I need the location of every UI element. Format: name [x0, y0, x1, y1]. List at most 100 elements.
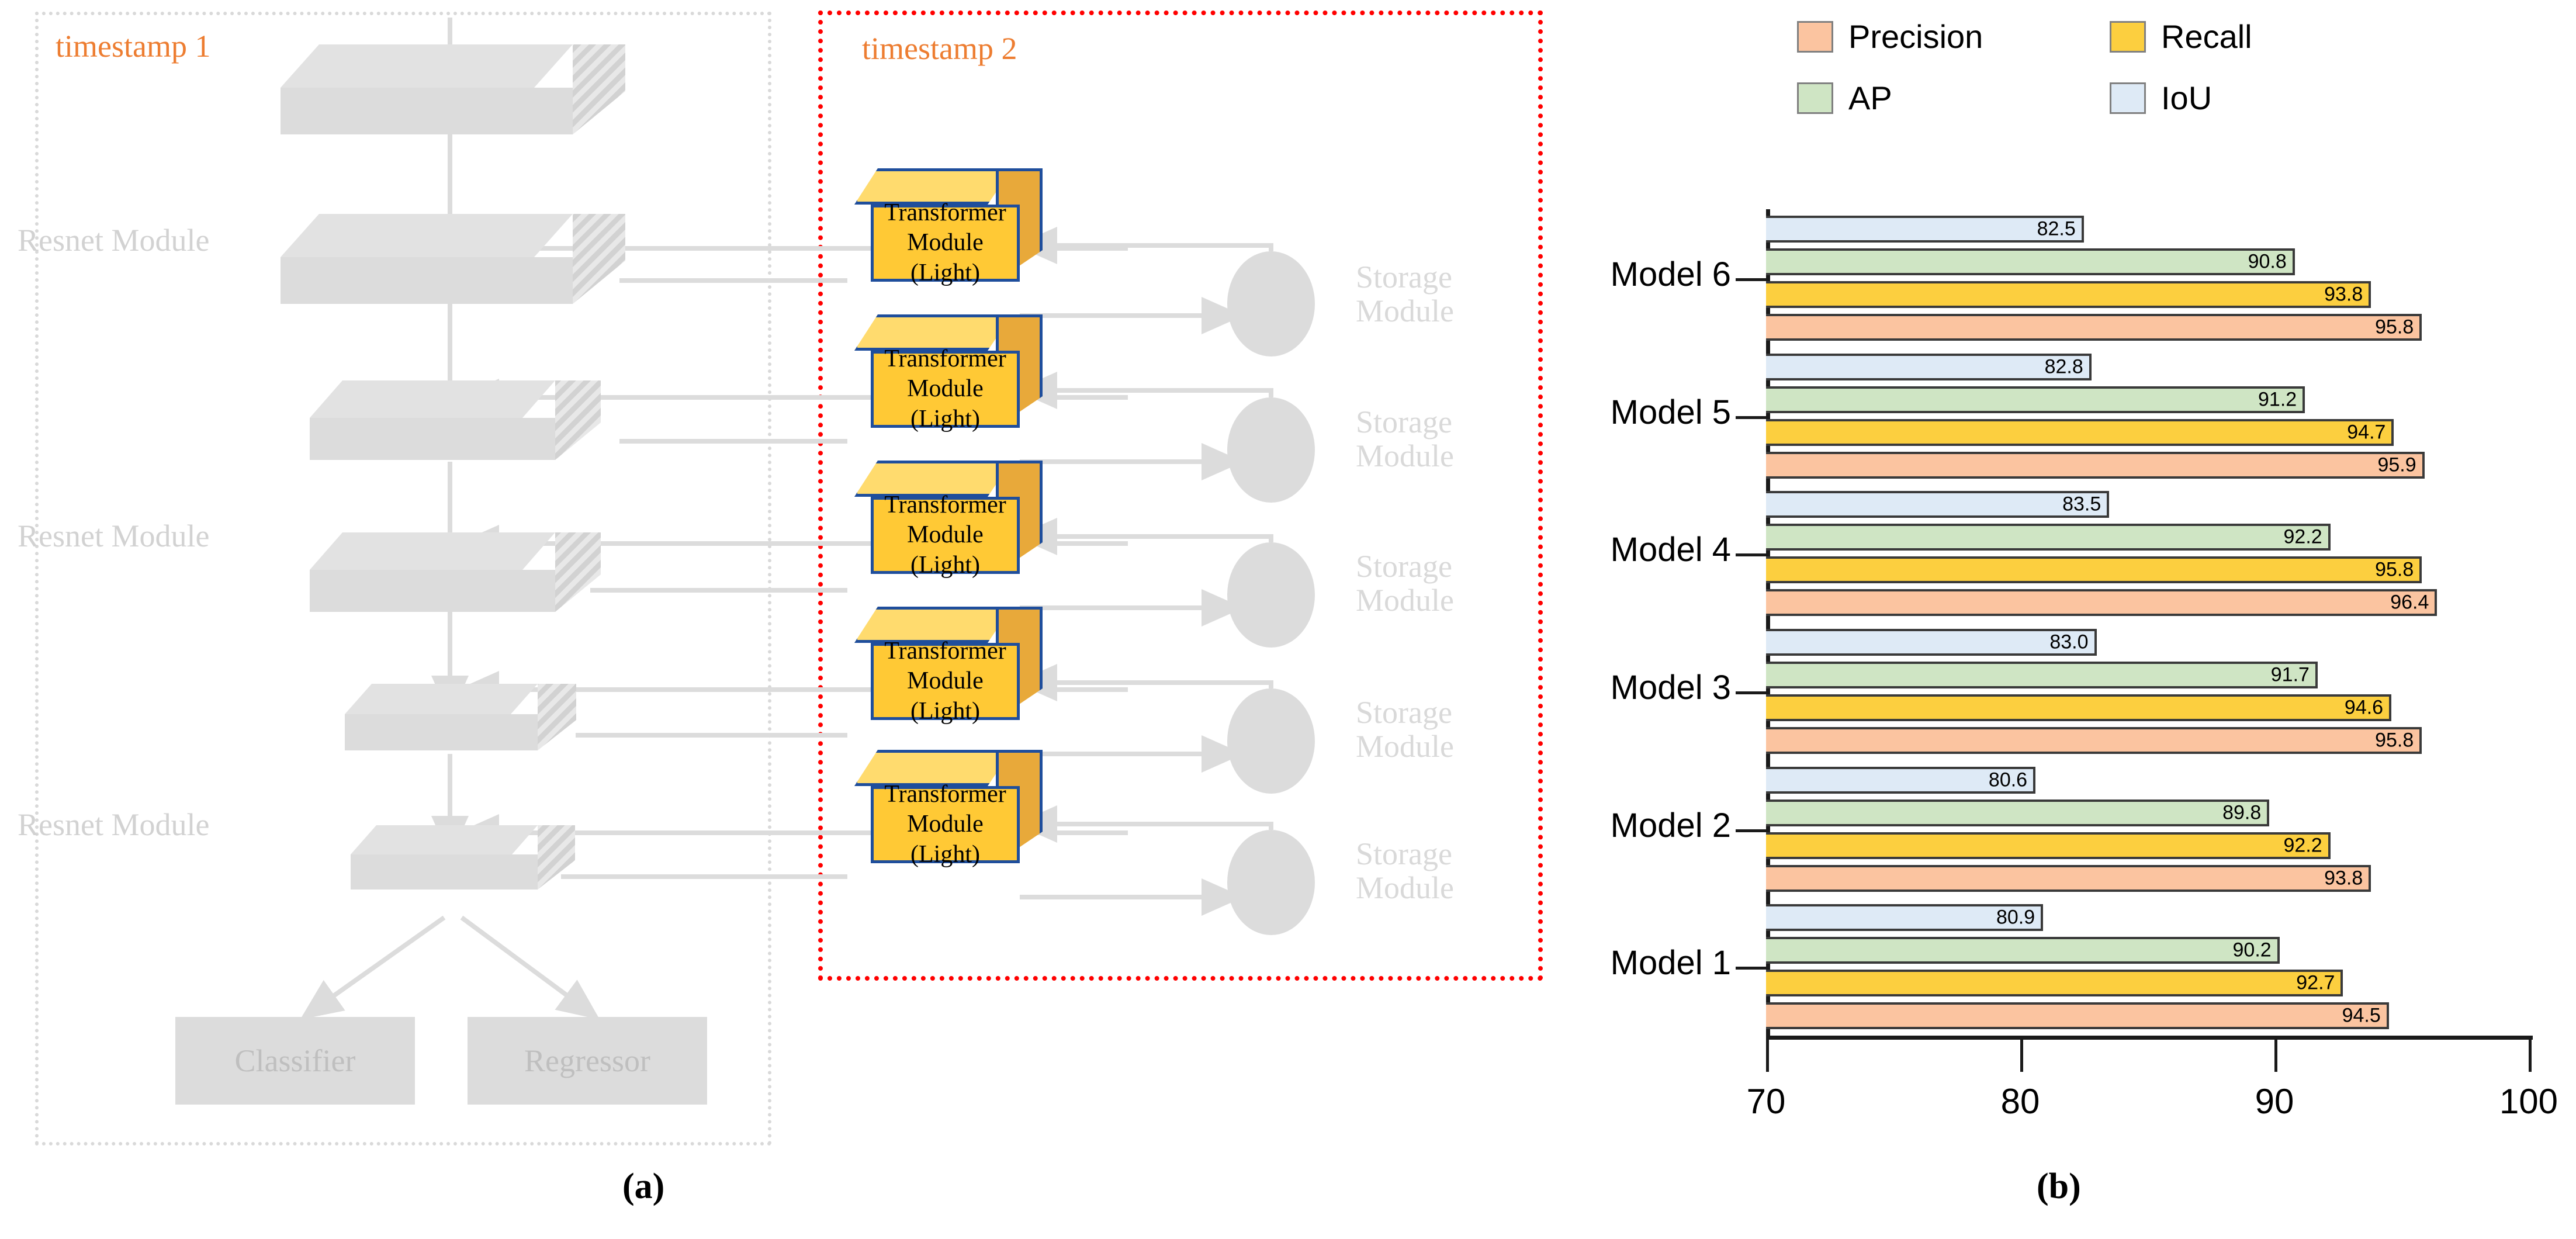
- bar-model-3-ap: 91.7: [1766, 661, 2318, 688]
- resnet-slab-5: [345, 684, 576, 750]
- storage-circle-3: [1227, 542, 1315, 648]
- x-tick-100: [2529, 1036, 2532, 1072]
- x-tick-label-100: 100: [2499, 1082, 2558, 1121]
- bar-value-label: 80.9: [1996, 906, 2035, 929]
- storage-module-label-2: Storage Module: [1356, 404, 1454, 474]
- bar-model-5-ap: 91.2: [1766, 386, 2305, 413]
- bar-value-label: 96.4: [2390, 591, 2429, 614]
- bar-model-1-recall: 92.7: [1766, 970, 2343, 997]
- storage-module-label-1: Storage Module: [1356, 259, 1454, 329]
- bar-value-label: 90.2: [2232, 939, 2272, 961]
- bar-value-label: 92.2: [2283, 525, 2322, 548]
- resnet-module-label-3: Resnet Module: [18, 807, 210, 842]
- y-tick-model-6: [1736, 278, 1766, 281]
- storage-module-label-5: Storage Module: [1356, 836, 1454, 906]
- timestamp2-label: timestamp 2: [862, 31, 1017, 66]
- resnet-slab-2: [281, 214, 625, 304]
- subfigure-caption-a: (a): [622, 1167, 665, 1206]
- bar-model-4-precision: 96.4: [1766, 589, 2437, 617]
- transformer-module-2: Transformer Module (Light): [854, 314, 1043, 432]
- architecture-diagram: timestamp 1 timestamp 2: [18, 11, 1543, 1206]
- legend-label-ap: AP: [1848, 79, 1892, 116]
- bar-value-label: 89.8: [2222, 801, 2262, 823]
- x-tick-label-80: 80: [2000, 1082, 2040, 1121]
- legend-swatch-recall: [2110, 20, 2146, 53]
- storage-module-label-3: Storage Module: [1356, 549, 1454, 618]
- legend-swatch-iou: [2110, 82, 2146, 114]
- bar-model-2-ap: 89.8: [1766, 799, 2270, 826]
- transformer-module-4: Transformer Module (Light): [854, 607, 1043, 725]
- regressor-label: Regressor: [524, 1043, 650, 1078]
- bar-model-6-precision: 95.8: [1766, 313, 2422, 341]
- y-axis-line: [1766, 209, 1770, 1036]
- bar-model-5-iou: 82.8: [1766, 353, 2092, 380]
- bar-value-label: 93.8: [2324, 867, 2363, 889]
- resnet-slab-4: [310, 532, 601, 612]
- bar-value-label: 94.7: [2347, 421, 2386, 443]
- resnet-module-label-1: Resnet Module: [18, 223, 210, 258]
- x-tick-label-70: 70: [1746, 1082, 1786, 1121]
- bar-value-label: 95.8: [2375, 316, 2414, 338]
- chart-plot-area: 70 80 90 100 Model 1 80.9 90.2 92.7 94.5 Model 2 8…: [1566, 0, 2576, 1239]
- legend-item-ap: AP: [1797, 79, 1892, 117]
- bar-model-6-iou: 82.5: [1766, 215, 2084, 243]
- transformer-label-1: Transformer Module (Light): [884, 199, 1006, 286]
- bar-value-label: 82.5: [2037, 217, 2076, 240]
- classifier-box: Classifier: [175, 1017, 415, 1105]
- x-axis-line: [1766, 1036, 2533, 1040]
- subfigure-caption-b: (b): [2037, 1167, 2081, 1206]
- legend-swatch-ap: [1797, 82, 1833, 114]
- x-tick-label-90: 90: [2255, 1082, 2294, 1121]
- bar-value-label: 91.2: [2258, 388, 2297, 410]
- transformer-label-3: Transformer Module (Light): [884, 492, 1006, 579]
- y-tick-model-4: [1736, 553, 1766, 557]
- legend-label-precision: Precision: [1848, 18, 1983, 55]
- x-tick-90: [2274, 1036, 2277, 1072]
- y-axis-label-model-3: Model 3: [1610, 668, 1731, 707]
- y-tick-model-1: [1736, 967, 1766, 970]
- regressor-box: Regressor: [468, 1017, 707, 1105]
- y-axis-label-model-5: Model 5: [1610, 393, 1731, 431]
- bar-value-label: 95.8: [2375, 558, 2414, 581]
- legend-item-iou: IoU: [2110, 79, 2212, 117]
- bar-model-2-iou: 80.6: [1766, 766, 2036, 794]
- bar-value-label: 83.5: [2062, 493, 2101, 515]
- timestamp1-group-border: [35, 12, 771, 1145]
- timestamp2-group-border: [818, 11, 1543, 981]
- y-tick-model-2: [1736, 829, 1766, 832]
- transformer-label-2: Transformer Module (Light): [884, 345, 1006, 432]
- bar-model-2-precision: 93.8: [1766, 864, 2371, 892]
- storage-module-label-4: Storage Module: [1356, 695, 1454, 764]
- transformer-module-1: Transformer Module (Light): [854, 168, 1043, 286]
- bar-model-1-ap: 90.2: [1766, 937, 2280, 964]
- legend-label-recall: Recall: [2161, 18, 2252, 55]
- bar-model-4-ap: 92.2: [1766, 524, 2331, 551]
- y-axis-label-model-2: Model 2: [1610, 806, 1731, 845]
- storage-circle-1: [1227, 251, 1315, 357]
- bar-model-3-precision: 95.8: [1766, 726, 2422, 754]
- bar-model-2-recall: 92.2: [1766, 832, 2331, 859]
- bar-model-1-precision: 94.5: [1766, 1002, 2389, 1030]
- y-tick-model-3: [1736, 691, 1766, 694]
- bar-value-label: 94.6: [2344, 696, 2384, 719]
- storage-circle-2: [1227, 397, 1315, 503]
- bar-model-4-iou: 83.5: [1766, 491, 2110, 518]
- bar-value-label: 95.8: [2375, 729, 2414, 752]
- bar-model-6-ap: 90.8: [1766, 248, 2295, 275]
- legend-item-precision: Precision: [1797, 18, 1983, 56]
- y-axis-label-model-1: Model 1: [1610, 944, 1731, 982]
- y-axis-label-model-4: Model 4: [1610, 531, 1731, 569]
- bar-model-1-iou: 80.9: [1766, 904, 2044, 932]
- transformer-label-5: Transformer Module (Light): [884, 781, 1006, 868]
- bar-value-label: 83.0: [2049, 631, 2089, 653]
- x-tick-80: [2020, 1036, 2023, 1072]
- bar-value-label: 80.6: [1988, 769, 2028, 791]
- bar-model-5-precision: 95.9: [1766, 451, 2425, 479]
- storage-circle-5: [1227, 830, 1315, 935]
- classifier-label: Classifier: [234, 1043, 356, 1078]
- bar-value-label: 95.9: [2377, 454, 2416, 476]
- bar-model-5-recall: 94.7: [1766, 418, 2394, 446]
- bar-value-label: 93.8: [2324, 283, 2363, 306]
- resnet-slab-3: [310, 380, 601, 460]
